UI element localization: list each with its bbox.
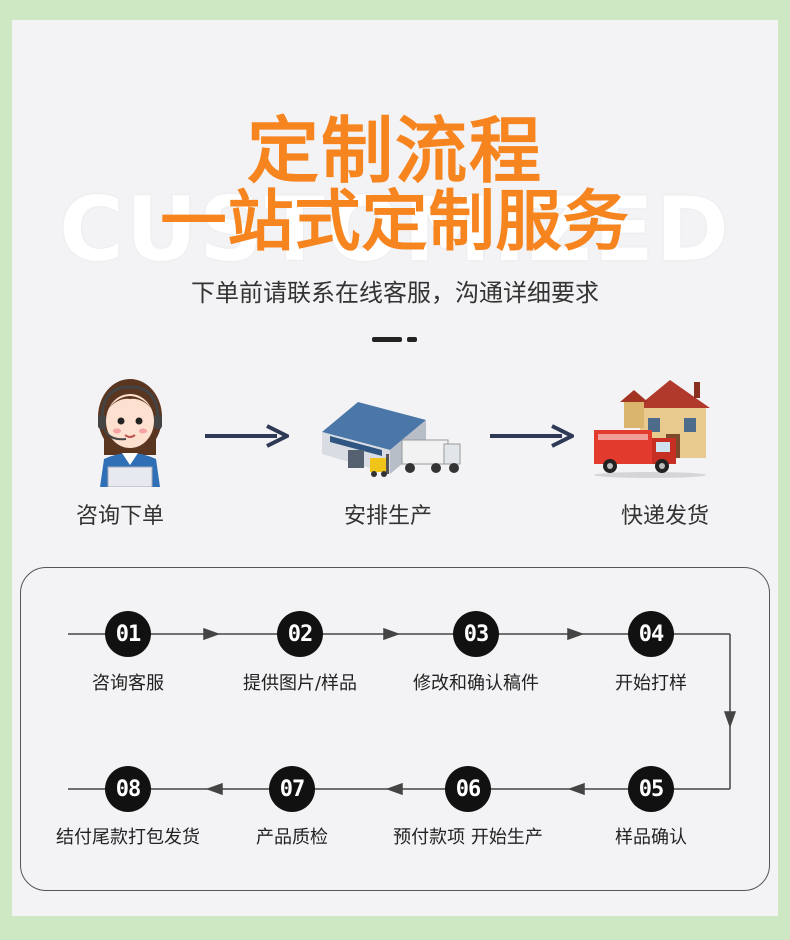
flow-label-06: 预付款项 开始生产 bbox=[393, 827, 543, 848]
step-number-05: 05 bbox=[628, 766, 674, 812]
flow-label-08: 结付尾款打包发货 bbox=[56, 827, 200, 848]
step-label-ship: 快递发货 bbox=[620, 504, 709, 529]
flow-label-07: 产品质检 bbox=[256, 827, 328, 848]
flow-label-03: 修改和确认稿件 bbox=[413, 673, 539, 694]
step-number-02: 02 bbox=[277, 611, 323, 657]
delivery-truck-icon bbox=[594, 380, 710, 478]
step-label-produce: 安排生产 bbox=[343, 504, 432, 529]
step-number-07: 07 bbox=[269, 766, 315, 812]
step-label-consult: 咨询下单 bbox=[75, 504, 164, 529]
step-number-03: 03 bbox=[453, 611, 499, 657]
contact-instruction: 下单前请联系在线客服，沟通详细要求 bbox=[191, 279, 599, 307]
flow-label-04: 开始打样 bbox=[615, 673, 687, 694]
page-subtitle: 一站式定制服务 bbox=[160, 183, 630, 260]
flow-label-05: 样品确认 bbox=[615, 827, 687, 848]
arrow-right-icon bbox=[205, 424, 289, 448]
step-number-04: 04 bbox=[628, 611, 674, 657]
background-watermark-word: CUSTOMIZED bbox=[59, 178, 731, 281]
page-title: 定制流程 bbox=[246, 109, 543, 193]
arrow-right-icon bbox=[490, 424, 574, 448]
step-number-08: 08 bbox=[105, 766, 151, 812]
flow-label-01: 咨询客服 bbox=[92, 673, 164, 694]
divider-dash bbox=[372, 337, 402, 342]
step-number-01: 01 bbox=[105, 611, 151, 657]
flow-label-02: 提供图片/样品 bbox=[242, 673, 358, 694]
customer-service-icon bbox=[98, 379, 162, 487]
step-number-06: 06 bbox=[445, 766, 491, 812]
divider-dot bbox=[407, 337, 417, 342]
factory-icon bbox=[322, 402, 461, 477]
